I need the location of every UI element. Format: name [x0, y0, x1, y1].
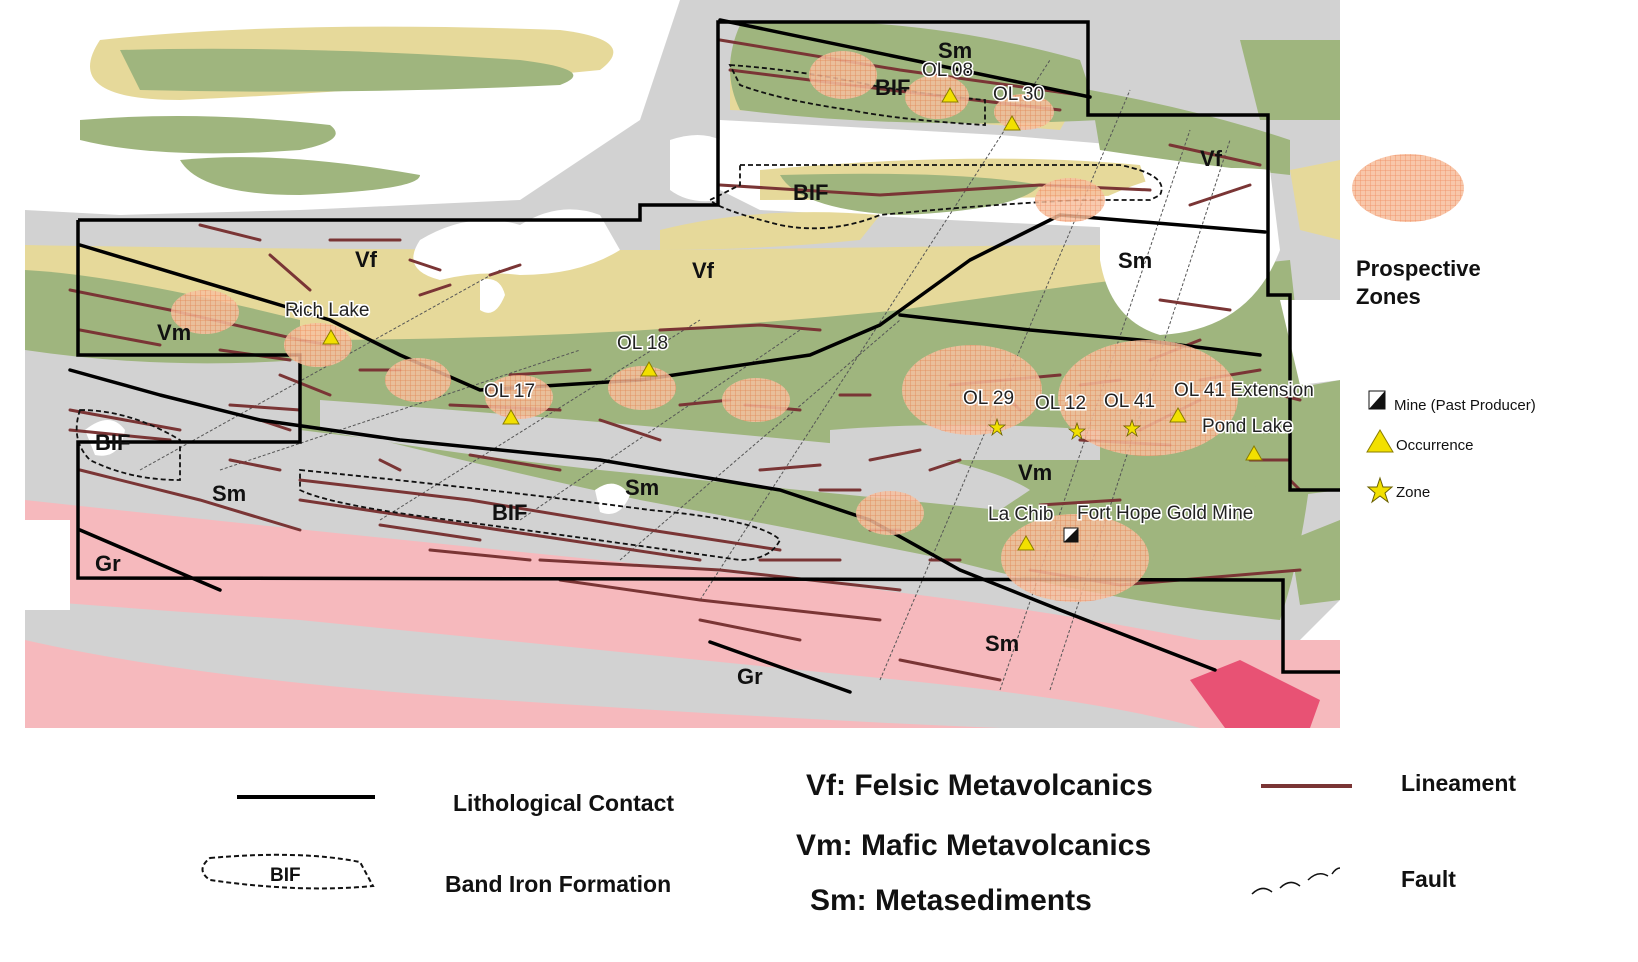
felsic-legend-label: Vf: Felsic Metavolcanics: [806, 769, 1153, 802]
unit-label: BIF: [492, 500, 527, 525]
site-label: Fort Hope Gold Mine: [1077, 503, 1253, 524]
unit-labels: Sm BIF BIF Vf Vf Vf Sm Vm BIF Sm Sm BIF …: [95, 38, 1223, 689]
occurrence-legend-label: Occurrence: [1396, 437, 1474, 454]
prospective-zones: [171, 51, 1238, 602]
water-bodies: [25, 135, 1340, 640]
unit-label: Vf: [1200, 146, 1223, 171]
bottom-legend: Lithological Contact BIF Band Iron Forma…: [201, 769, 1516, 917]
unit-label: Sm: [985, 631, 1019, 656]
site-label: OL 17: [484, 381, 535, 402]
occurrence-icon: [1017, 534, 1035, 551]
fault-swatch: [1251, 867, 1341, 895]
mafic-legend-label: Vm: Mafic Metavolcanics: [796, 829, 1151, 862]
site-label: OL 41 Extension: [1174, 380, 1314, 401]
prospective-zones-line1: Prospective: [1356, 256, 1481, 281]
site-label: La Chib: [988, 504, 1054, 525]
occurrence-icon: [640, 360, 658, 377]
mine-legend-label: Mine (Past Producer): [1394, 397, 1536, 414]
site-label: OL 08: [922, 60, 973, 81]
site-label: OL 18: [617, 333, 668, 354]
fault-label: Fault: [1401, 866, 1456, 892]
lithological-contact-label: Lithological Contact: [453, 790, 674, 816]
unit-label: Vf: [355, 247, 378, 272]
unit-label: BIF: [95, 430, 130, 455]
zone-markers: [987, 417, 1142, 441]
site-labels: OL 08 OL 30 Rich Lake OL 18 OL 17 OL 29 …: [284, 59, 1316, 527]
zone-star-icon: [1122, 418, 1142, 438]
zone-legend-label: Zone: [1396, 484, 1430, 501]
sediment-bands: [320, 400, 1100, 510]
granite-bands: [25, 500, 1340, 728]
unit-label: Vm: [157, 320, 191, 345]
site-label: OL 41: [1104, 391, 1155, 412]
unit-label: Sm: [1118, 248, 1152, 273]
zone-legend-icon: [1366, 476, 1394, 504]
lineament-label: Lineament: [1401, 770, 1516, 796]
unit-label: Vf: [692, 258, 715, 283]
site-label: OL 29: [963, 388, 1014, 409]
unit-label: Gr: [737, 664, 763, 689]
zone-star-icon: [1067, 421, 1087, 441]
occurrence-icon: [322, 328, 340, 345]
bif-swatch: [201, 853, 375, 890]
site-label: Rich Lake: [285, 300, 370, 321]
occurrence-icon: [502, 408, 520, 425]
mine-icon-fill: [1064, 528, 1078, 542]
bif-swatch-label: BIF: [270, 865, 301, 886]
lithological-contacts: [68, 18, 1267, 694]
unit-label: Sm: [625, 475, 659, 500]
mine-marker: [1063, 527, 1079, 543]
unit-label: Sm: [938, 38, 972, 63]
occurrence-icon: [1245, 444, 1263, 461]
unit-label: BIF: [875, 75, 910, 100]
property-boundary: [76, 20, 1340, 674]
band-iron-formation-label: Band Iron Formation: [445, 871, 671, 897]
occurrence-icon: [941, 86, 959, 103]
site-label: Pond Lake: [1202, 416, 1293, 437]
prospective-zone-swatch: [1352, 154, 1464, 222]
occurrence-markers: [322, 86, 1263, 551]
occurrence-icon: [1169, 406, 1187, 423]
occurrence-icon: [1003, 114, 1021, 131]
side-legend: Prospective Zones Mine (Past Producer) O…: [1352, 154, 1536, 504]
prospective-zones-line2: Zones: [1356, 284, 1421, 309]
sediments-legend-label: Sm: Metasediments: [810, 884, 1092, 917]
unit-label: Vm: [1018, 460, 1052, 485]
unit-label: Sm: [212, 481, 246, 506]
occurrence-legend-icon: [1366, 429, 1394, 453]
zone-star-icon: [987, 417, 1007, 437]
unit-label: BIF: [793, 180, 828, 205]
mine-legend-icon-fill: [1369, 391, 1385, 409]
unit-label: Gr: [95, 551, 121, 576]
site-label: OL 30: [993, 84, 1044, 105]
prospective-zones-label: Prospective Zones: [1356, 256, 1487, 309]
site-label: OL 12: [1035, 393, 1086, 414]
